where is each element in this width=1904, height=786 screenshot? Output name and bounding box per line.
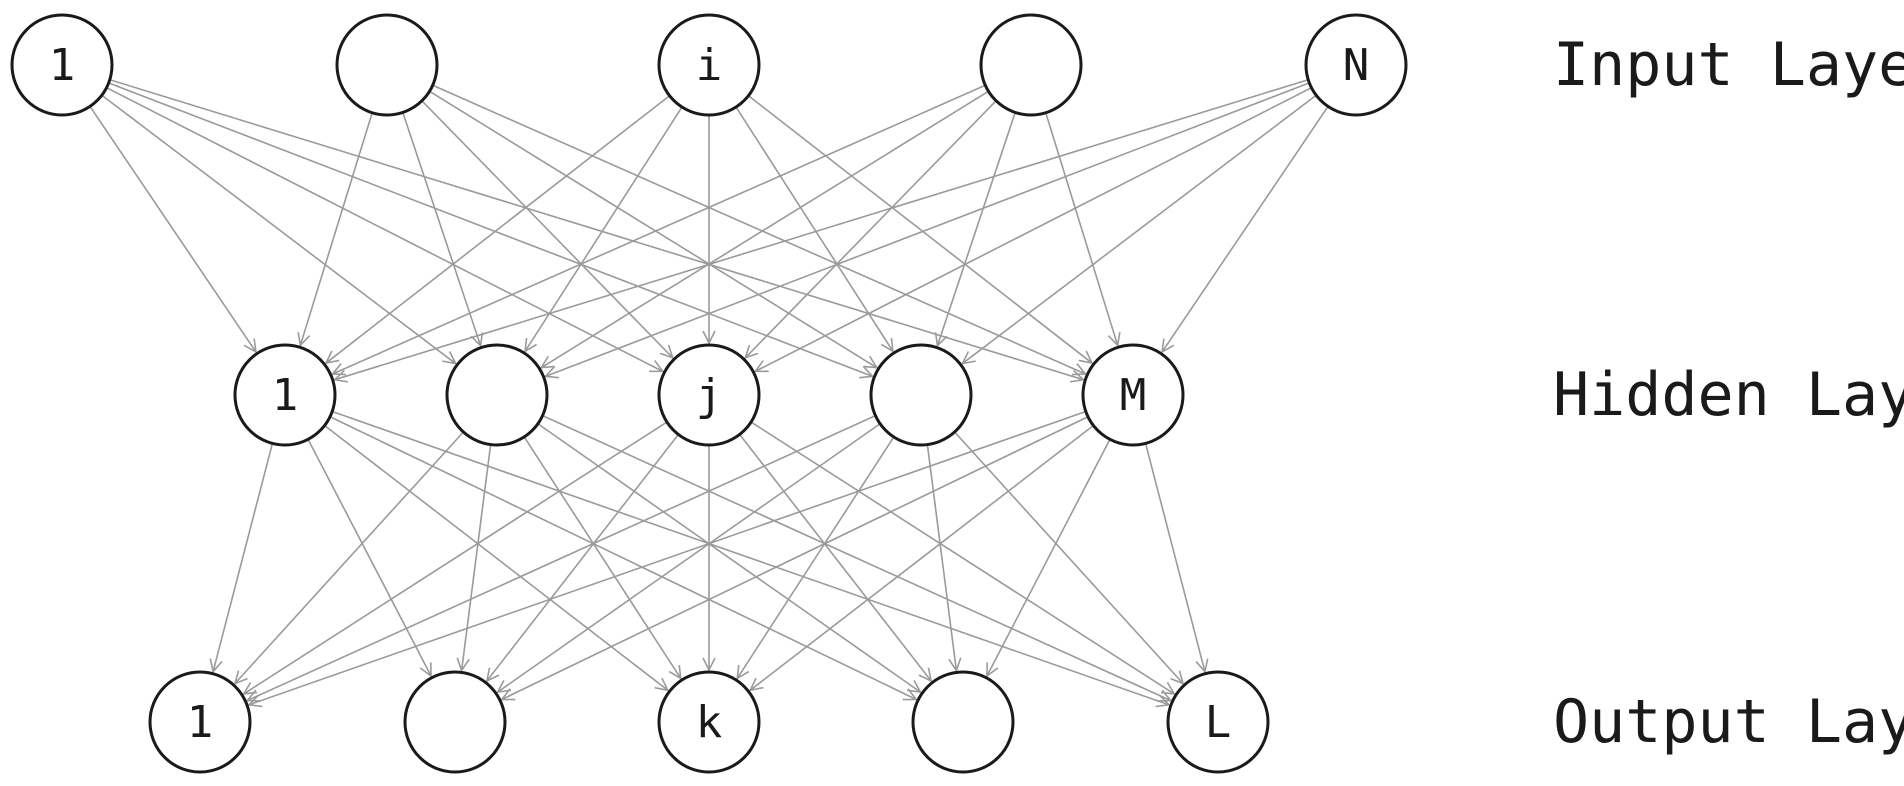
edge-input-4-to-hidden-2 [541, 90, 989, 367]
nodes: 1 i N 1 j M 1 k L [10, 13, 1408, 774]
input-node-5-circle [1304, 13, 1408, 117]
edge-hidden-1-to-output-5 [331, 410, 1169, 705]
input-node-3-circle [657, 13, 761, 117]
edge-hidden-4-to-output-4 [926, 444, 956, 671]
hidden-node-3: j [657, 343, 761, 447]
edge-hidden-5-to-output-3 [750, 424, 1094, 691]
hidden-node-1: 1 [233, 343, 337, 447]
edge-hidden-1-to-output-3 [324, 424, 668, 691]
edge-hidden-4-to-output-1 [247, 414, 876, 701]
layer-labels: Input LayerHidden LayerOutput Layer [1553, 30, 1904, 757]
output-node-3: k [657, 670, 761, 774]
output-layer-label: Output Layer [1553, 687, 1904, 757]
hidden-node-4 [869, 343, 973, 447]
edge-hidden-1-to-output-4 [329, 416, 916, 700]
input-node-1-label: 1 [49, 40, 76, 91]
hidden-node-1-label: 1 [272, 370, 299, 421]
hidden-layer-label: Hidden Layer [1553, 360, 1904, 430]
hidden-node-1-circle [233, 343, 337, 447]
input-node-3-label: i [696, 40, 723, 91]
edge-input-2-to-hidden-1 [300, 112, 373, 346]
edge-hidden-5-to-output-4 [987, 438, 1111, 675]
hidden-node-5-label: M [1120, 370, 1147, 421]
edge-input-5-to-hidden-1 [335, 78, 1309, 380]
input-node-5: N [1304, 13, 1408, 117]
output-node-5-label: L [1205, 697, 1232, 748]
output-node-2-circle [403, 670, 507, 774]
edge-input-4-to-hidden-1 [333, 84, 986, 374]
edge-input-3-to-hidden-4 [735, 106, 893, 351]
edge-hidden-3-to-output-5 [750, 421, 1174, 694]
input-node-4 [979, 13, 1083, 117]
edge-input-2-to-hidden-2 [402, 112, 481, 345]
hidden-node-3-label: j [696, 370, 723, 421]
edge-hidden-1-to-output-1 [213, 443, 274, 671]
edge-input-4-to-hidden-3 [745, 100, 997, 358]
input-node-2 [335, 13, 439, 117]
edge-hidden-2-to-output-5 [542, 414, 1171, 701]
output-node-3-circle [657, 670, 761, 774]
edge-hidden-2-to-output-4 [537, 423, 921, 692]
edge-hidden-4-to-output-3 [737, 436, 895, 678]
output-node-3-label: k [696, 697, 723, 748]
output-node-1: 1 [148, 670, 252, 774]
hidden-node-5: M [1081, 343, 1185, 447]
edge-hidden-3-to-output-2 [487, 433, 679, 680]
hidden-node-2-circle [445, 343, 549, 447]
hidden-node-3-circle [657, 343, 761, 447]
edge-input-1-to-hidden-4 [108, 82, 873, 376]
input-node-1: 1 [10, 13, 114, 117]
input-node-1-circle [10, 13, 114, 117]
output-node-5-circle [1166, 670, 1270, 774]
hidden-node-2 [445, 343, 549, 447]
edge-input-3-to-hidden-1 [326, 95, 671, 363]
output-node-1-label: 1 [187, 697, 214, 748]
edge-input-4-to-hidden-5 [1045, 112, 1118, 346]
edge-input-1-to-hidden-5 [109, 78, 1084, 380]
edge-hidden-3-to-output-4 [739, 433, 931, 680]
output-node-1-circle [148, 670, 252, 774]
connections [89, 78, 1329, 705]
output-node-5: L [1166, 670, 1270, 774]
edge-hidden-4-to-output-2 [498, 423, 881, 692]
output-node-2 [403, 670, 507, 774]
edge-input-5-to-hidden-2 [546, 82, 1310, 376]
edge-input-2-to-hidden-4 [429, 90, 877, 367]
edge-hidden-5-to-output-2 [502, 416, 1089, 700]
input-node-2-circle [335, 13, 439, 117]
edge-hidden-5-to-output-1 [249, 410, 1087, 705]
edge-hidden-2-to-output-2 [462, 444, 492, 671]
input-node-4-circle [979, 13, 1083, 117]
edge-hidden-3-to-output-1 [244, 421, 668, 694]
edge-input-2-to-hidden-5 [432, 84, 1086, 374]
edge-hidden-2-to-output-1 [235, 431, 464, 683]
input-layer-label: Input Layer [1553, 30, 1904, 100]
edge-input-1-to-hidden-2 [101, 94, 456, 363]
edge-input-5-to-hidden-3 [755, 87, 1312, 372]
input-node-5-label: N [1343, 40, 1370, 91]
hidden-node-5-circle [1081, 343, 1185, 447]
edge-input-1-to-hidden-1 [89, 105, 256, 351]
edge-input-3-to-hidden-5 [747, 95, 1092, 363]
edge-hidden-4-to-output-5 [954, 431, 1183, 683]
edge-hidden-2-to-output-3 [523, 436, 681, 678]
edge-input-1-to-hidden-3 [106, 87, 663, 372]
output-node-4-circle [911, 670, 1015, 774]
edge-hidden-5-to-output-5 [1144, 443, 1205, 671]
hidden-node-4-circle [869, 343, 973, 447]
edge-input-3-to-hidden-2 [525, 106, 683, 351]
edge-hidden-1-to-output-2 [307, 438, 431, 675]
edge-input-5-to-hidden-4 [962, 94, 1317, 363]
input-node-3: i [657, 13, 761, 117]
output-node-4 [911, 670, 1015, 774]
edge-input-4-to-hidden-4 [937, 112, 1016, 345]
edge-input-2-to-hidden-3 [421, 100, 673, 358]
edge-input-5-to-hidden-5 [1162, 105, 1329, 351]
